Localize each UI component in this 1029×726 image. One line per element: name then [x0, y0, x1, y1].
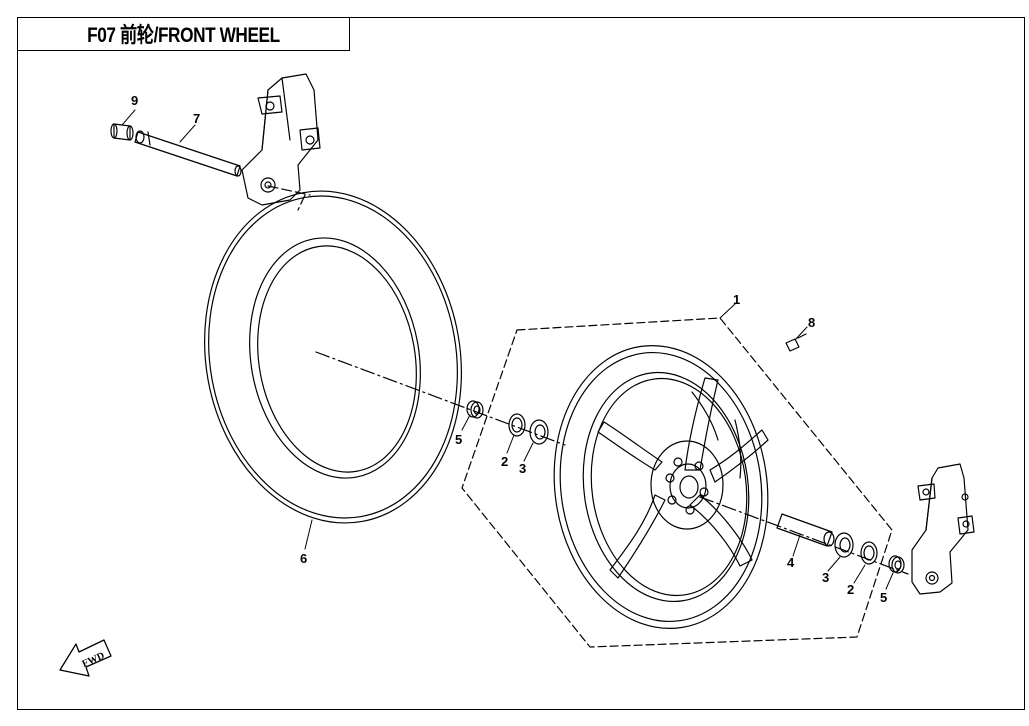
fwd-arrow-icon: FWD	[59, 639, 112, 677]
callout-3-left: 3	[519, 461, 526, 476]
drawing-frame	[17, 17, 1025, 710]
wheel-assembly-outline	[461, 317, 893, 648]
page-title: F07 前轮/FRONT WHEEL	[87, 24, 280, 47]
collar-left	[466, 400, 484, 419]
oil-seal-right	[860, 541, 878, 565]
valve-stem	[785, 333, 807, 352]
callout-1: 1	[733, 292, 740, 307]
distance-collar	[776, 513, 835, 547]
bearing-left	[529, 419, 549, 445]
axis-line	[315, 351, 566, 446]
callout-4: 4	[787, 555, 795, 570]
callout-9: 9	[131, 93, 138, 108]
collar-right	[888, 555, 905, 574]
wheel-rim	[553, 345, 769, 629]
axle-nut	[110, 123, 134, 141]
oil-seal-left	[508, 413, 526, 437]
leader-lines	[121, 109, 894, 590]
callout-8: 8	[808, 315, 815, 330]
left-fork-leg	[241, 73, 321, 206]
axle	[134, 130, 242, 177]
callout-3-right: 3	[822, 570, 829, 585]
callout-6: 6	[300, 551, 307, 566]
callout-labels: 1 2 3 2 3 4 5 5 6 7 8 9	[131, 93, 887, 605]
callout-7: 7	[193, 111, 200, 126]
right-fork-leg	[911, 463, 975, 595]
bearing-right	[834, 532, 854, 558]
callout-5-right: 5	[880, 590, 887, 605]
tire	[204, 190, 462, 524]
callout-2-right: 2	[847, 582, 854, 597]
title-box: F07 前轮/FRONT WHEEL	[17, 17, 350, 51]
callout-2-left: 2	[501, 454, 508, 469]
callout-5-left: 5	[455, 432, 462, 447]
